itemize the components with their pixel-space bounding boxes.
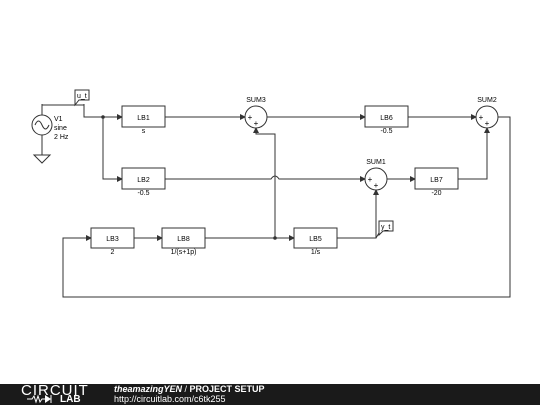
block-lb1-value: s [142,128,146,135]
block-lb5[interactable]: LB5 [293,227,338,249]
sum3-plus-left: + [248,113,253,122]
block-lb3[interactable]: LB3 [90,227,135,249]
footer-author[interactable]: theamazingYEN [114,384,183,394]
block-lb3-value: 2 [111,249,115,256]
junction-lb8-out [273,236,277,240]
ground-icon [32,154,52,164]
circuitlab-logo: CIRCUIT [21,382,89,399]
wire-to-lb2 [102,117,123,182]
block-lb5-value: 1/s [311,249,321,256]
wire-lb7-sum2 [458,127,490,180]
block-lb6-value: -0.5 [380,128,392,135]
circuit-logo-icon [27,394,52,404]
net-label-u[interactable]: u_t [74,89,90,107]
sum2-junction[interactable]: + + [475,105,499,129]
wire-source-out [41,104,103,118]
sum1-plus-left: + [368,175,373,184]
block-lb8[interactable]: LB8 [161,227,206,249]
block-lb8-name: LB8 [177,236,190,243]
sum2-plus-left: + [479,113,484,122]
footer-separator: / [182,384,190,394]
block-lb7[interactable]: LB7 [414,167,459,190]
block-lb2-value: -0.5 [137,190,149,197]
sum2-plus-bottom: + [485,119,490,128]
block-lb6[interactable]: LB6 [364,105,409,128]
sum1-plus-bottom: + [374,181,379,190]
source-type: sine [54,125,67,132]
wire-node-sum3 [253,127,276,238]
sum2-label: SUM2 [477,97,497,104]
net-label-y-text: y_t [381,224,390,231]
circuitlab-logo-sub: LAB [60,394,81,405]
sine-wave-icon [34,120,50,130]
sum3-label: SUM3 [246,97,266,104]
block-lb1[interactable]: LB1 [121,105,166,128]
net-label-y[interactable]: y_t [378,220,394,237]
block-lb6-name: LB6 [380,115,393,122]
sum3-junction[interactable]: + + [244,105,268,129]
wire-lb2-sum1 [165,175,366,182]
schematic-canvas: V1 sine 2 Hz u_t y_t LB1 s LB2 -0.5 LB3 … [31,89,511,298]
sum1-junction[interactable]: + + [364,167,388,191]
sum1-label: SUM1 [366,159,386,166]
block-lb2-name: LB2 [137,177,150,184]
block-lb8-value: 1/(s+1p) [171,249,197,256]
block-lb5-name: LB5 [309,236,322,243]
footer-url[interactable]: http://circuitlab.com/c6tk255 [114,394,226,404]
sum3-plus-bottom: + [254,119,259,128]
block-lb1-name: LB1 [137,115,150,122]
junction-input [101,115,105,119]
footer-project: PROJECT SETUP [189,384,265,394]
block-lb2[interactable]: LB2 [121,167,166,190]
wire-lb5-sum1 [337,189,379,239]
wire-feedback [62,116,511,298]
footer-bar: CIRCUIT LAB theamazingYEN / PROJECT SETU… [0,382,540,405]
sine-source-v1[interactable] [31,104,53,155]
source-frequency: 2 Hz [54,134,69,141]
block-lb3-name: LB3 [106,236,119,243]
net-label-u-text: u_t [77,93,87,100]
source-name: V1 [54,116,63,123]
block-lb7-name: LB7 [430,177,443,184]
footer-title: theamazingYEN / PROJECT SETUP [114,384,265,394]
block-lb7-value: -20 [431,190,441,197]
